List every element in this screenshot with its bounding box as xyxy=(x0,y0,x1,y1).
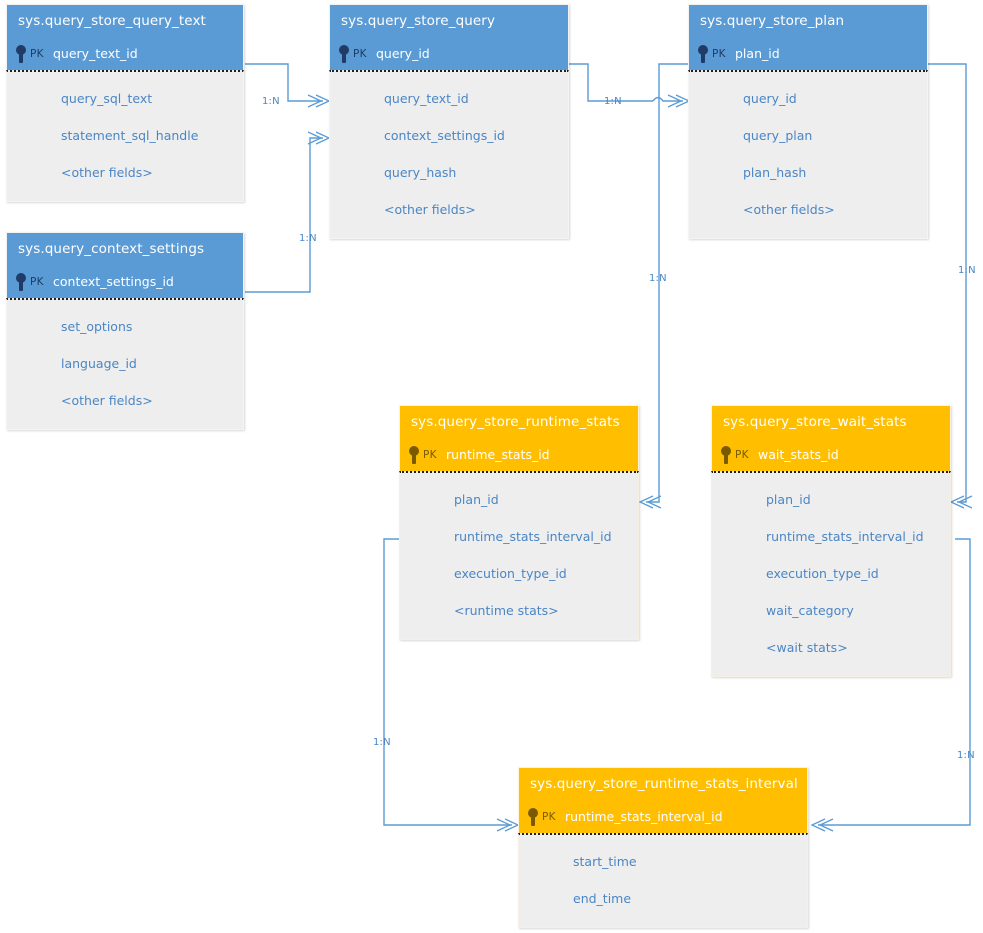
entity-query-context-settings[interactable]: sys.query_context_settings PK context_se… xyxy=(6,232,244,430)
entity-field: plan_id xyxy=(766,492,811,507)
entity-title: sys.query_store_plan xyxy=(688,4,928,37)
rel-plan-to-runtime-stats[interactable] xyxy=(638,63,688,509)
entity-field: <wait stats> xyxy=(766,640,848,655)
cardinality-label: 1:N xyxy=(957,750,975,761)
entity-primary-key-row[interactable]: PK runtime_stats_id xyxy=(399,438,639,471)
entity-field: end_time xyxy=(573,891,632,906)
entity-query-store-plan[interactable]: sys.query_store_plan PK plan_id query_id… xyxy=(688,4,928,239)
cardinality-label: 1:N xyxy=(649,273,667,284)
pk-field-name: context_settings_id xyxy=(53,274,174,289)
rel-plan-to-wait-stats[interactable] xyxy=(928,63,973,509)
entity-field: plan_id xyxy=(454,492,499,507)
entity-query-store-runtime-stats[interactable]: sys.query_store_runtime_stats PK runtime… xyxy=(399,405,639,640)
entity-field: query_id xyxy=(743,91,797,106)
entity-title: sys.query_store_runtime_stats xyxy=(399,405,639,438)
entity-title: sys.query_store_query xyxy=(329,4,569,37)
entity-field: <runtime stats> xyxy=(454,603,559,618)
entity-field-list: plan_id runtime_stats_interval_id execut… xyxy=(399,471,639,640)
cardinality-label: 1:N xyxy=(604,96,622,107)
entity-field-list: query_id query_plan plan_hash <other fie… xyxy=(688,70,928,239)
pk-field-name: plan_id xyxy=(735,46,780,61)
entity-field-list: set_options language_id <other fields> xyxy=(6,298,244,430)
key-icon: PK xyxy=(519,807,565,827)
cardinality-label: 1:N xyxy=(299,233,317,244)
cardinality-label: 1:N xyxy=(262,96,280,107)
pk-label: PK xyxy=(30,275,44,288)
entity-field: <other fields> xyxy=(743,202,835,217)
pk-field-name: runtime_stats_interval_id xyxy=(565,809,723,824)
pk-label: PK xyxy=(542,810,556,823)
entity-primary-key-row[interactable]: PK query_id xyxy=(329,37,569,70)
pk-field-name: runtime_stats_id xyxy=(446,447,550,462)
rel-query-to-plan[interactable] xyxy=(569,63,691,108)
entity-field: context_settings_id xyxy=(384,128,505,143)
entity-field-list: query_text_id context_settings_id query_… xyxy=(329,70,569,239)
entity-field-list: plan_id runtime_stats_interval_id execut… xyxy=(711,471,951,677)
entity-query-store-query[interactable]: sys.query_store_query PK query_id query_… xyxy=(329,4,569,239)
entity-field: wait_category xyxy=(766,603,854,618)
pk-field-name: wait_stats_id xyxy=(758,447,839,462)
key-icon: PK xyxy=(689,44,735,64)
entity-primary-key-row[interactable]: PK context_settings_id xyxy=(6,265,244,298)
entity-query-store-query-text[interactable]: sys.query_store_query_text PK query_text… xyxy=(6,4,244,202)
rel-interval-to-wait-stats[interactable] xyxy=(810,538,971,832)
entity-field: language_id xyxy=(61,356,137,371)
entity-field: runtime_stats_interval_id xyxy=(766,529,924,544)
key-icon: PK xyxy=(7,44,53,64)
key-icon: PK xyxy=(7,272,53,292)
pk-label: PK xyxy=(30,47,44,60)
entity-field: plan_hash xyxy=(743,165,807,180)
rel-query-text-to-query[interactable] xyxy=(245,63,331,108)
cardinality-label: 1:N xyxy=(373,737,391,748)
entity-title: sys.query_store_wait_stats xyxy=(711,405,951,438)
entity-query-store-runtime-stats-interval[interactable]: sys.query_store_runtime_stats_interval P… xyxy=(518,767,808,928)
entity-primary-key-row[interactable]: PK plan_id xyxy=(688,37,928,70)
entity-field: <other fields> xyxy=(384,202,476,217)
key-icon: PK xyxy=(400,445,446,465)
entity-field: query_text_id xyxy=(384,91,469,106)
entity-field: query_hash xyxy=(384,165,457,180)
pk-label: PK xyxy=(735,448,749,461)
key-icon: PK xyxy=(330,44,376,64)
pk-label: PK xyxy=(712,47,726,60)
entity-field-list: start_time end_time xyxy=(518,833,808,928)
entity-title: sys.query_store_runtime_stats_interval xyxy=(518,767,808,800)
pk-label: PK xyxy=(423,448,437,461)
entity-field-list: query_sql_text statement_sql_handle <oth… xyxy=(6,70,244,202)
pk-label: PK xyxy=(353,47,367,60)
entity-title: sys.query_context_settings xyxy=(6,232,244,265)
entity-field: execution_type_id xyxy=(454,566,567,581)
entity-title: sys.query_store_query_text xyxy=(6,4,244,37)
entity-primary-key-row[interactable]: PK wait_stats_id xyxy=(711,438,951,471)
pk-field-name: query_id xyxy=(376,46,430,61)
entity-field: statement_sql_handle xyxy=(61,128,199,143)
entity-field: start_time xyxy=(573,854,637,869)
entity-field: query_plan xyxy=(743,128,813,143)
rel-context-settings-to-query[interactable] xyxy=(245,131,331,293)
pk-field-name: query_text_id xyxy=(53,46,138,61)
entity-field: query_sql_text xyxy=(61,91,153,106)
entity-field: <other fields> xyxy=(61,165,153,180)
entity-field: runtime_stats_interval_id xyxy=(454,529,612,544)
cardinality-label: 1:N xyxy=(958,265,976,276)
entity-query-store-wait-stats[interactable]: sys.query_store_wait_stats PK wait_stats… xyxy=(711,405,951,677)
entity-primary-key-row[interactable]: PK runtime_stats_interval_id xyxy=(518,800,808,833)
entity-field: execution_type_id xyxy=(766,566,879,581)
key-icon: PK xyxy=(712,445,758,465)
entity-field: <other fields> xyxy=(61,393,153,408)
entity-field: set_options xyxy=(61,319,133,334)
entity-primary-key-row[interactable]: PK query_text_id xyxy=(6,37,244,70)
